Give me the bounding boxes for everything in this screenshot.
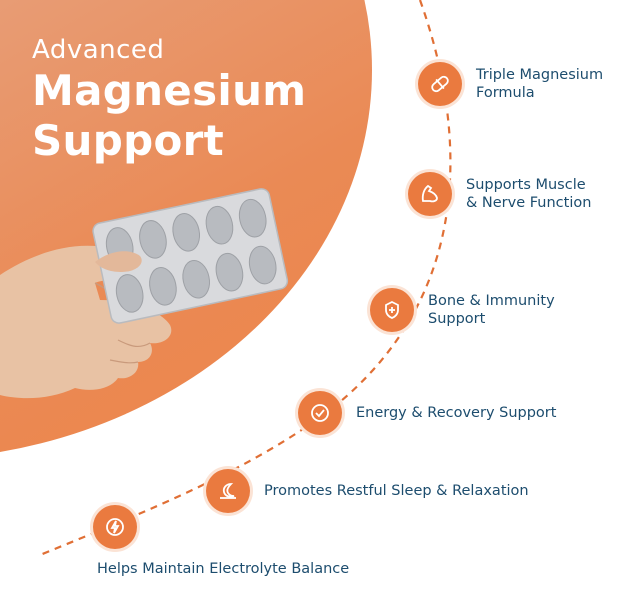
benefit-label: Promotes Restful Sleep & Relaxation [264,483,529,499]
benefit-item-energy-recovery: Energy & Recovery Support [298,391,556,435]
dashed-timeline-arc [39,0,452,557]
moon-sleep-icon [206,469,250,513]
bone-shield-icon [370,288,414,332]
recovery-check-icon [298,391,342,435]
thumb [95,251,142,272]
benefit-item-sleep: Promotes Restful Sleep & Relaxation [206,469,529,513]
benefit-item-electrolyte [93,505,137,549]
muscle-arm-icon [408,172,452,216]
blister-pack [92,188,289,324]
headline: Advanced Magnesium Support [32,34,306,166]
electrolyte-bolt-icon [93,505,137,549]
benefit-label: Supports Muscle& Nerve Function [466,177,592,211]
benefit-label-electrolyte: Helps Maintain Electrolyte Balance [97,561,350,577]
capsule-icon [418,62,462,106]
headline-line-3: Support [32,116,225,165]
headline-line-1: Advanced [32,35,165,65]
benefit-item-muscle-nerve: Supports Muscle& Nerve Function [408,172,591,216]
headline-line-2: Magnesium [32,66,307,115]
benefit-label: Energy & Recovery Support [356,405,557,421]
